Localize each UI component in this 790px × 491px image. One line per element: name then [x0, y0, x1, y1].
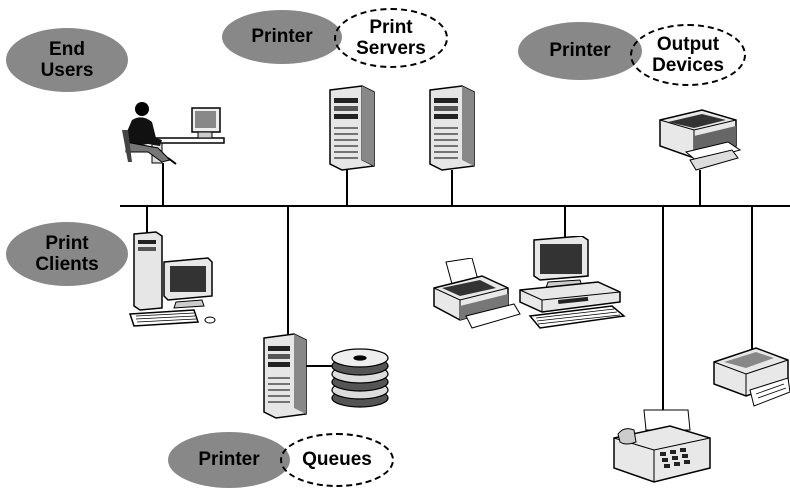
queues-dashed-oval: Queues	[280, 433, 394, 487]
queues-label: Queues	[302, 449, 372, 471]
laser-printer-icon	[659, 109, 742, 171]
printer-oval-servers: Printer	[222, 10, 342, 64]
dot-matrix-printer-icon	[433, 258, 521, 329]
queue-server-tower-icon	[263, 333, 307, 419]
fax-machine-icon	[613, 409, 711, 483]
printer-oval-queues: Printer	[168, 432, 290, 488]
disk-stack-icon	[331, 348, 389, 408]
printer-label: Printer	[549, 40, 611, 62]
printer-label: Printer	[251, 26, 313, 48]
user-at-workstation-icon	[122, 102, 225, 165]
desktop-computer-icon	[519, 236, 626, 329]
printer-label: Printer	[198, 449, 260, 471]
inkjet-printer-icon	[713, 347, 790, 407]
print-server-tower-icon	[429, 85, 475, 171]
print-client-pc-icon	[128, 231, 216, 327]
print-server-tower-icon	[329, 85, 375, 171]
printer-oval-output: Printer	[518, 22, 642, 80]
